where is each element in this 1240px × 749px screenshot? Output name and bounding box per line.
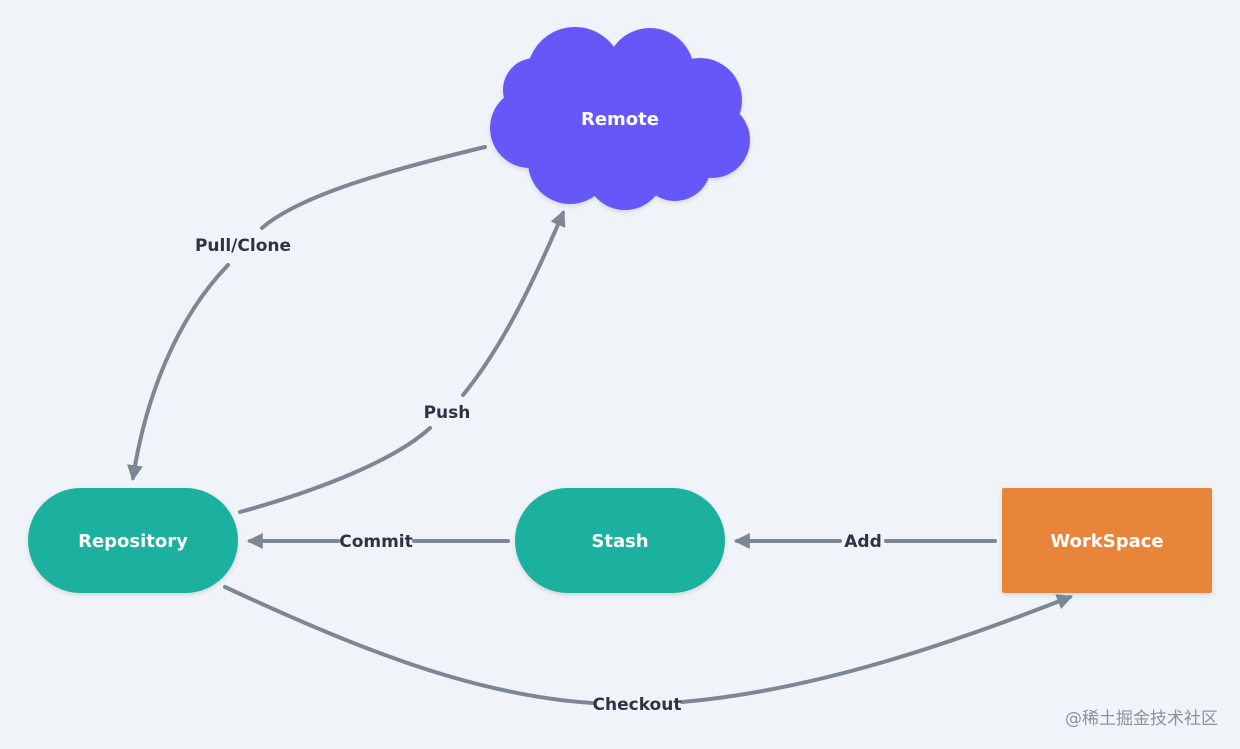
workspace-shape [1002, 488, 1212, 593]
edge-commit: Commit [246, 532, 510, 552]
node-remote: Remote [490, 27, 750, 210]
node-repository: Repository [28, 488, 238, 593]
edge-label-pull-clone: Pull/Clone [195, 236, 291, 256]
repository-shape [28, 488, 238, 593]
edge-pull-clone: Pull/Clone [127, 145, 487, 482]
edge-label-push: Push [424, 403, 471, 423]
edge-label-commit: Commit [339, 532, 413, 552]
edge-label-checkout: Checkout [593, 695, 682, 715]
node-workspace: WorkSpace [1002, 488, 1212, 593]
node-label-remote: Remote [581, 109, 659, 130]
edge-add: Add [733, 532, 997, 552]
edge-push: Push [238, 210, 566, 514]
edge-label-add: Add [844, 532, 882, 552]
watermark: @稀土掘金技术社区 [1065, 709, 1218, 729]
cloud-icon [490, 27, 750, 210]
node-label-stash: Stash [591, 531, 648, 552]
stash-shape [515, 488, 725, 593]
node-label-repository: Repository [78, 531, 188, 552]
edge-checkout: Checkout [223, 585, 1073, 715]
node-stash: Stash [515, 488, 725, 593]
node-label-workspace: WorkSpace [1050, 531, 1163, 552]
